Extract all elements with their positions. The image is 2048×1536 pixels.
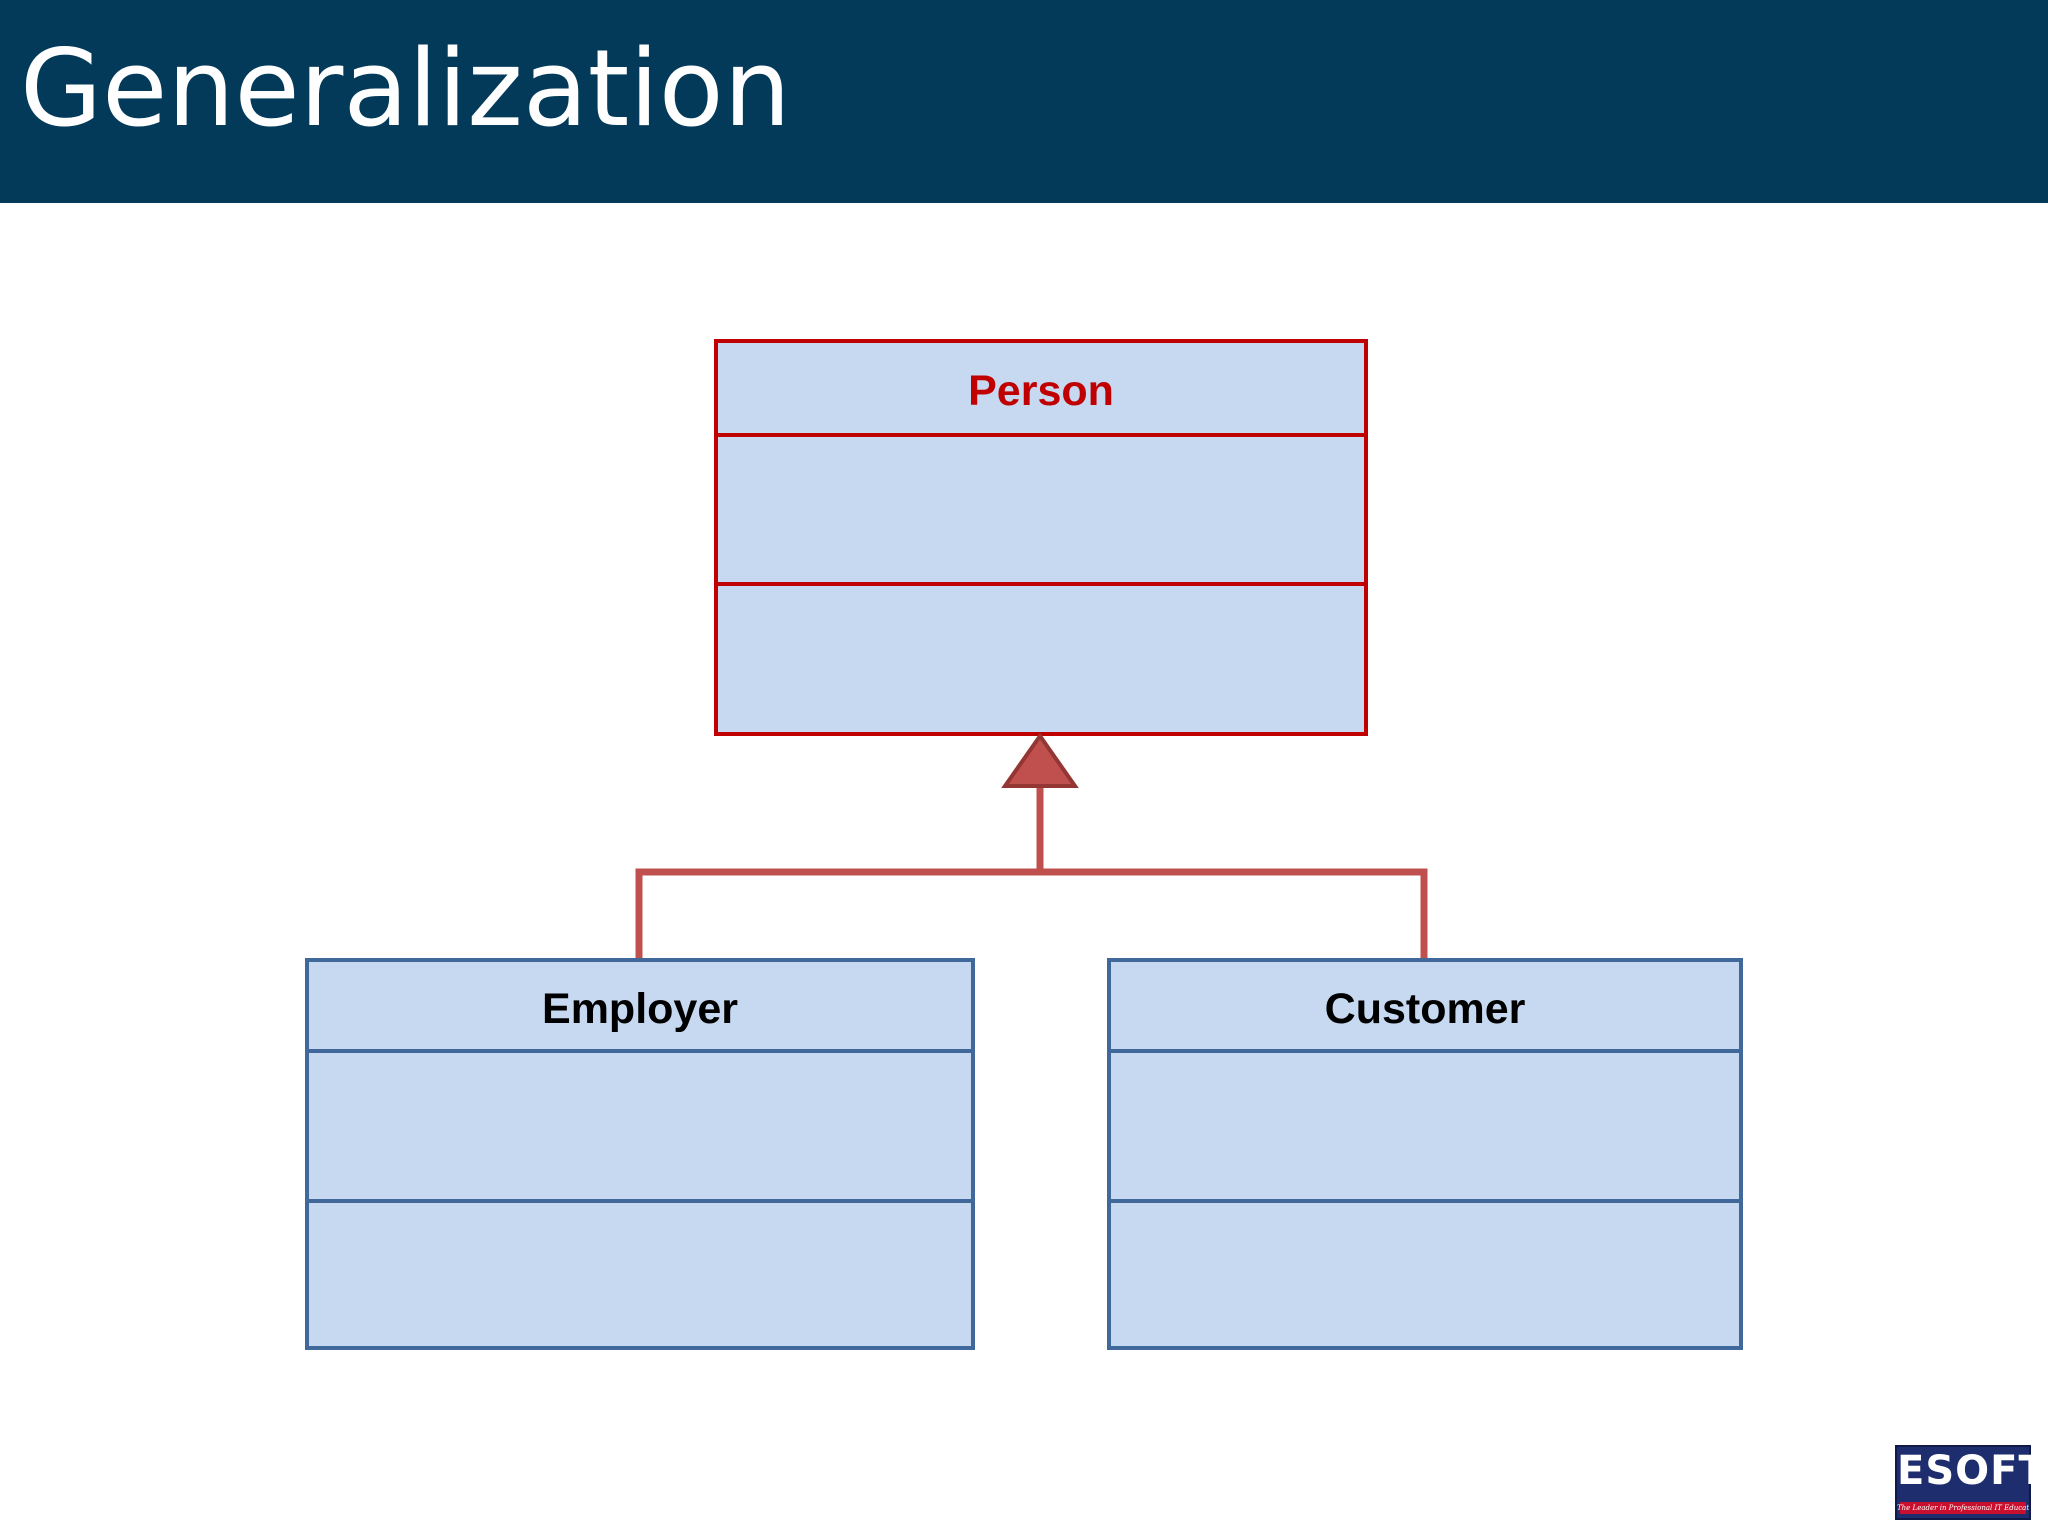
connector-branch: [635, 868, 1428, 960]
class-name-employer: Employer: [542, 985, 738, 1033]
class-box-customer-frame: [1107, 958, 1743, 1350]
class-box-employer-frame: [305, 958, 975, 1350]
title-bar: Generalization: [0, 0, 2048, 203]
class-name-person: Person: [968, 367, 1114, 415]
class-box-employer[interactable]: Employer: [305, 958, 975, 1350]
generalization-connector: [635, 785, 1428, 960]
slide-title: Generalization: [20, 27, 791, 150]
class-box-customer[interactable]: Customer: [1107, 958, 1743, 1350]
generalization-arrowhead: [1001, 732, 1079, 788]
esoft-logo: ESOFT The Leader in Professional IT Educ…: [1895, 1445, 2047, 1520]
logo-word: ESOFT: [1897, 1448, 2047, 1494]
logo-tagline: The Leader in Professional IT Education: [1897, 1504, 2029, 1512]
class-box-person[interactable]: Person: [714, 339, 1368, 736]
class-name-customer: Customer: [1325, 985, 1526, 1033]
logo-strip: [1900, 1502, 2026, 1514]
